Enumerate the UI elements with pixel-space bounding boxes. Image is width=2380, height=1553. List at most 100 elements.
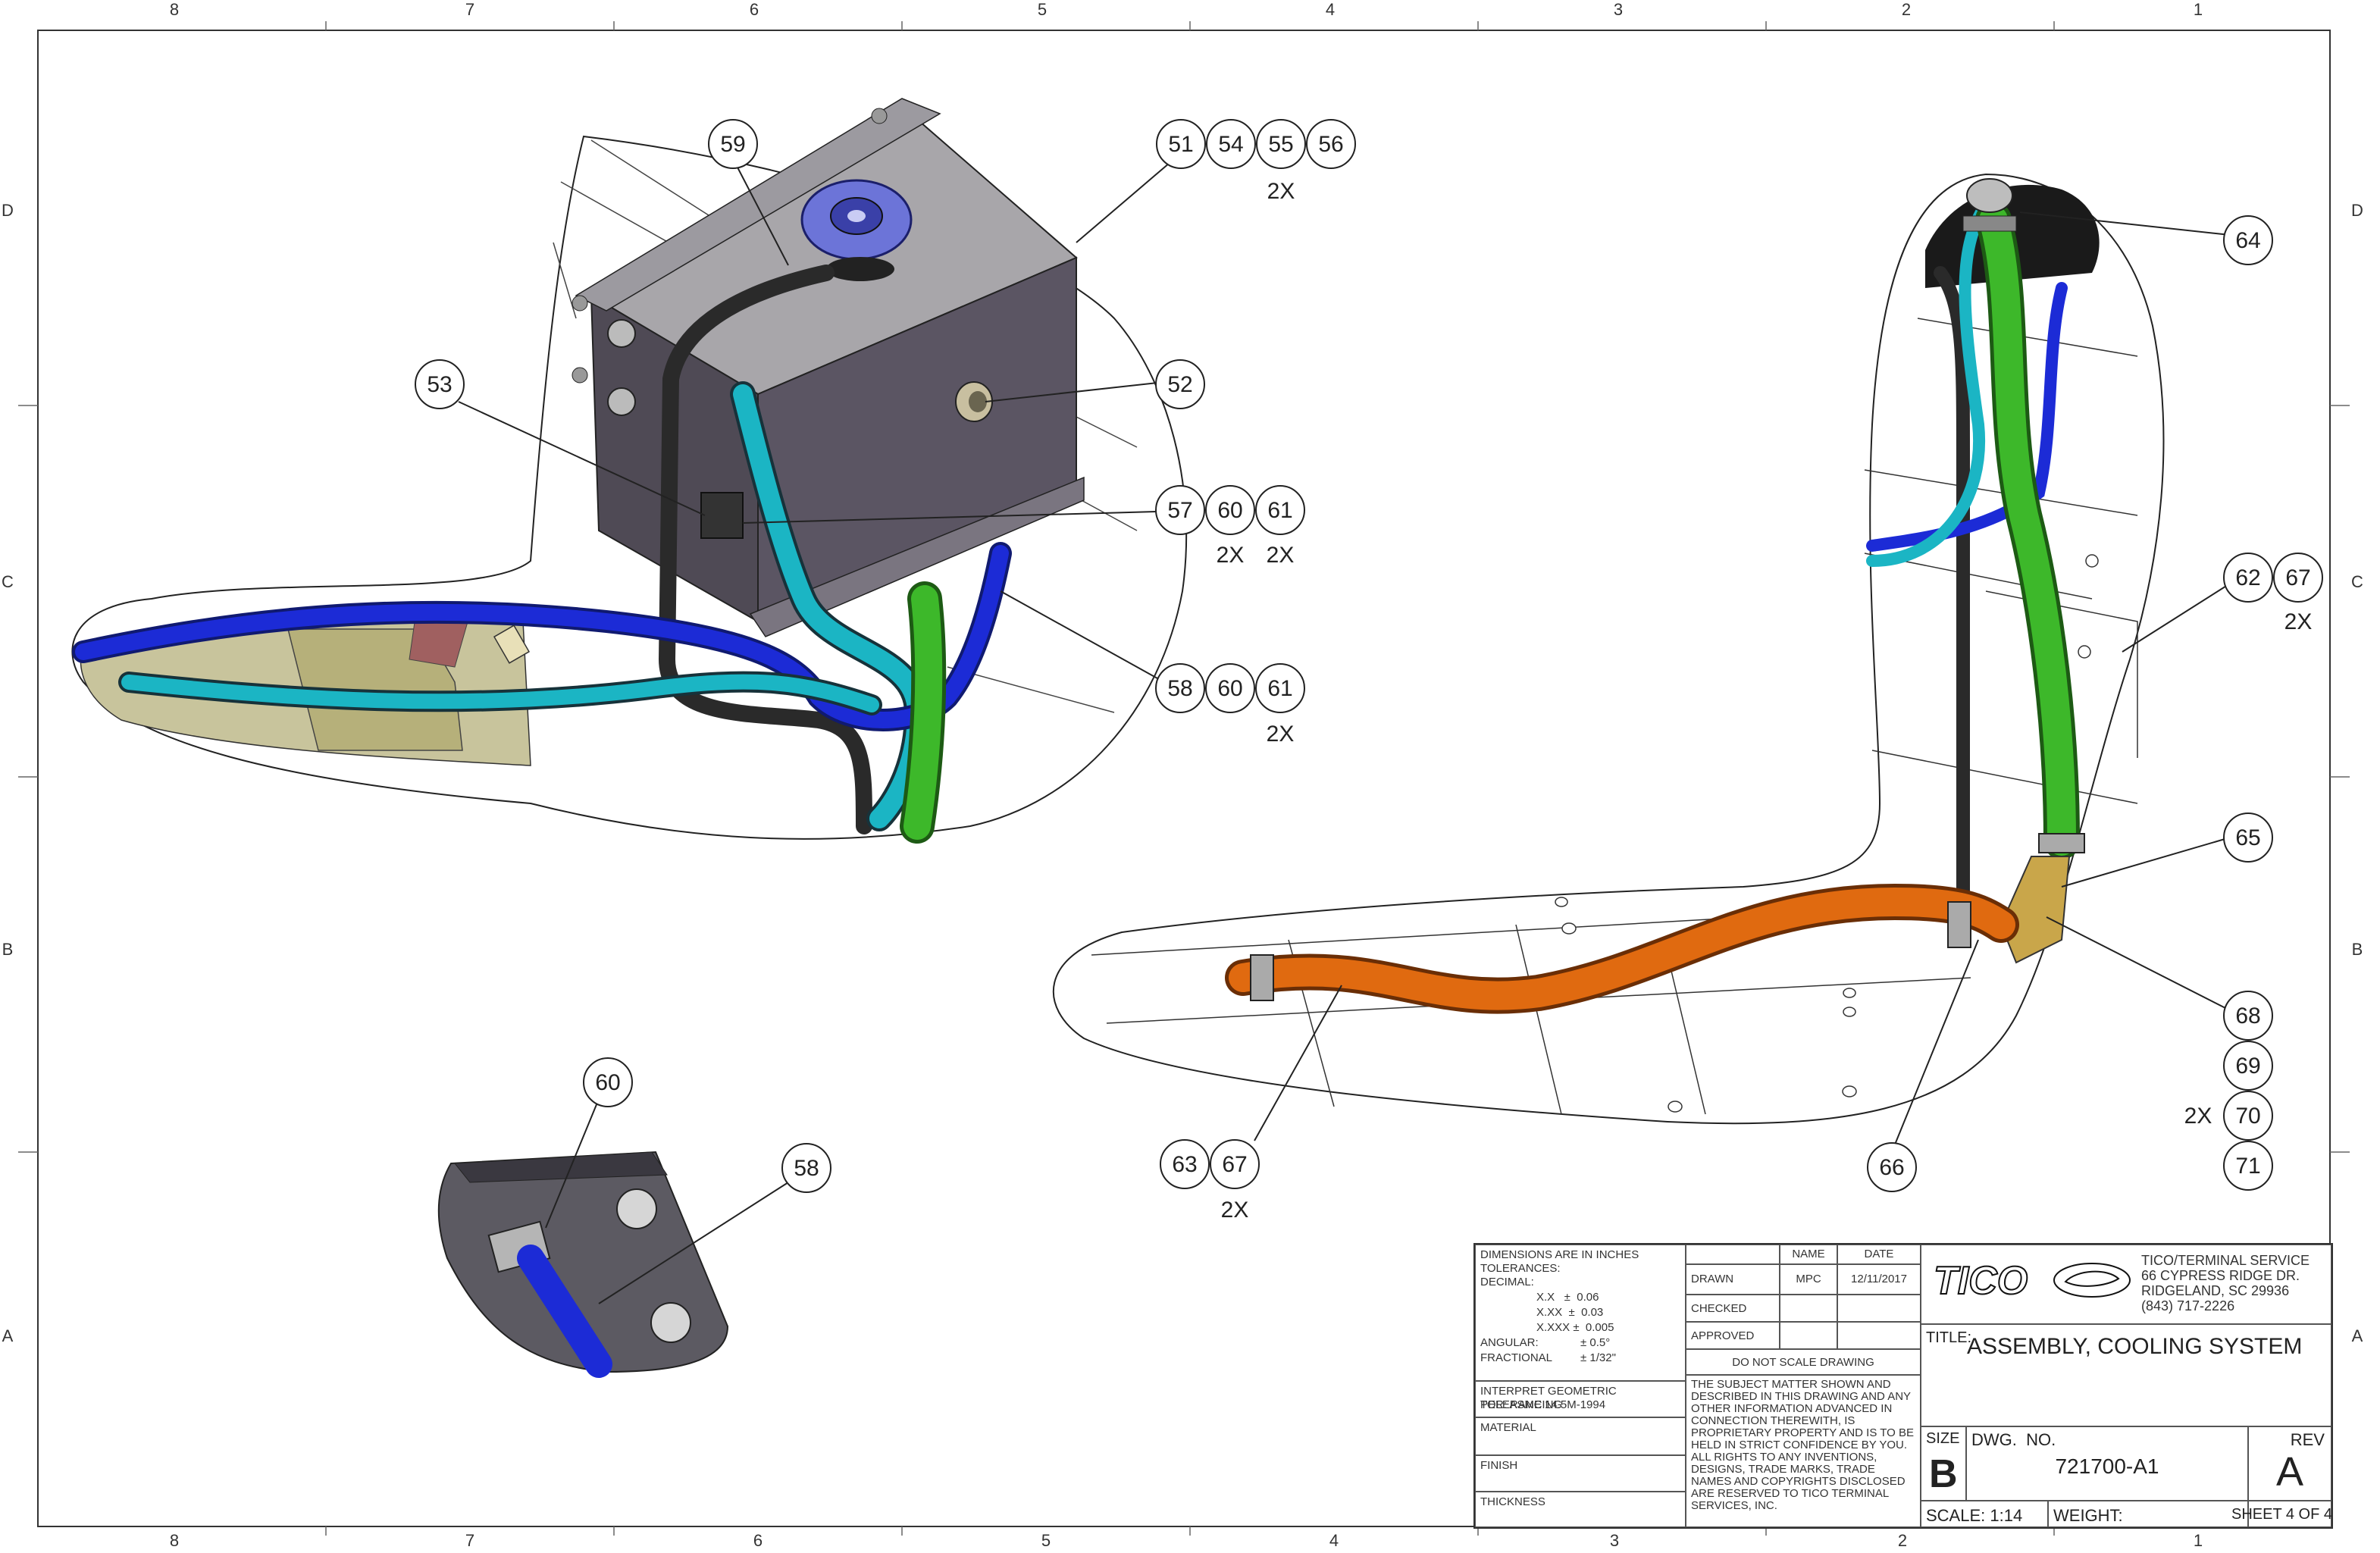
bolt-upper [616,1188,657,1229]
material-label: MATERIAL [1480,1421,1536,1434]
zone-label-top-1: 1 [2193,0,2203,19]
balloon-63: 63 [1160,1139,1210,1189]
qty-label-61-top: 2X [1267,543,1295,568]
title-cell: TITLE: ASSEMBLY, COOLING SYSTEM [1921,1324,2331,1426]
balloon-68: 68 [2223,991,2273,1041]
balloon-61-top: 61 [1255,485,1305,535]
size-label: SIZE [1926,1430,1960,1447]
zone-label-right-C: C [2351,572,2363,591]
balloon-66: 66 [1867,1142,1917,1192]
zone-label-bottom-7: 7 [465,1531,475,1550]
prop-line-5: PROPRIETARY PROPERTY AND IS TO BE [1691,1426,1914,1439]
balloon-69-label: 69 [2235,1054,2260,1079]
do-not-scale: DO NOT SCALE DRAWING [1732,1356,1874,1369]
balloon-59-label: 59 [720,132,745,157]
balloon-52-label: 52 [1167,372,1192,397]
balloon-56-label: 56 [1318,132,1343,157]
prop-line-11: SERVICES, INC. [1691,1499,1777,1512]
bolt-lower [650,1302,691,1343]
zone-label-top-6: 6 [749,0,759,19]
balloon-64-label: 64 [2235,228,2260,253]
date-header: DATE [1864,1248,1894,1260]
balloon-67-bottom: 67 [1210,1139,1260,1189]
balloon-67-right-label: 67 [2285,565,2310,590]
prop-line-10: ARE RESERVED TO TICO TERMINAL [1691,1487,1890,1500]
hose-blue-right [1866,282,2068,552]
balloon-61-mid: 61 [1255,663,1305,713]
balloon-60-bracket: 60 [583,1057,633,1107]
size-cell: SIZE B [1921,1426,1966,1501]
prop-line-8: DESIGNS, TRADE MARKS, TRADE [1691,1463,1875,1476]
balloon-60-top-label: 60 [1217,498,1242,523]
balloon-57-label: 57 [1167,498,1192,523]
prop-line-1: THE SUBJECT MATTER SHOWN AND [1691,1378,1891,1391]
zone-label-top-5: 5 [1037,0,1048,19]
drawn-name: MPC [1796,1273,1821,1285]
prop-line-7: ALL RIGHTS TO ANY INVENTIONS, [1691,1451,1877,1464]
zone-label-right-D: D [2351,201,2363,220]
company-phone: (843) 717-2226 [2141,1298,2235,1313]
tico-logo-graphic: TICO [1933,1258,2131,1304]
scale-label: SCALE: 1:14 [1926,1506,2023,1525]
prop-line-2: DESCRIBED IN THIS DRAWING AND ANY [1691,1390,1912,1403]
detail-view-hoses [1052,173,2165,1125]
dwg-no-cell: DWG. NO. 721700-A1 [1966,1426,2248,1501]
hose-cyan-right [1866,199,1992,567]
thickness-label: THICKNESS [1480,1495,1545,1508]
fitting-57 [700,492,744,539]
balloon-58-bracket: 58 [781,1143,831,1193]
zone-label-bottom-1: 1 [2193,1531,2203,1550]
leader-lines [458,162,2231,1304]
balloon-51-label: 51 [1168,132,1193,157]
rev-cell: REV A [2248,1426,2331,1501]
balloon-65-label: 65 [2235,825,2260,850]
qty-label-60-top: 2X [1217,543,1245,568]
thickness-cell: THICKNESS [1475,1492,1686,1527]
size-value: B [1929,1452,1958,1496]
gdt-line-1: INTERPRET GEOMETRIC TOLERANCING [1480,1385,1617,1411]
finish-label: FINISH [1480,1459,1518,1472]
qty-label-55: 2X [1267,179,1295,204]
zone-label-top-7: 7 [465,0,475,19]
zone-label-top-2: 2 [1901,0,1912,19]
balloon-57: 57 [1155,485,1205,535]
prop-line-4: CONNECTION THEREWITH, IS [1691,1414,1855,1427]
fractional-value: ± 1/32" [1580,1351,1616,1364]
company-address-2: RIDGELAND, SC 29936 [2141,1283,2290,1298]
title-label: TITLE: [1926,1329,1972,1346]
balloon-63-label: 63 [1172,1152,1197,1177]
angular-label: ANGULAR: [1480,1336,1539,1349]
detail-view-bracket [437,1151,729,1378]
zone-label-bottom-3: 3 [1609,1531,1620,1550]
balloon-68-label: 68 [2235,1004,2260,1029]
balloon-62-label: 62 [2235,565,2260,590]
logo-text: TICO [1934,1259,2028,1303]
balloon-58-mid: 58 [1155,663,1205,713]
tico-logo: TICO [1929,1256,2134,1304]
prop-line-9: NAMES AND COPYRIGHTS DISCLOSED [1691,1475,1906,1488]
zone-label-top-8: 8 [169,0,180,19]
qty-label-70: 2X [2184,1104,2212,1129]
tolerance-x: X.X ± 0.06 [1536,1291,1599,1304]
tolerance-xxx: X.XXX ± 0.005 [1536,1321,1614,1334]
balloon-51: 51 [1156,119,1206,169]
zone-label-left-B: B [2,940,14,959]
balloon-55: 55 [1256,119,1306,169]
zone-label-right-B: B [2351,940,2363,959]
balloon-67-right: 67 [2273,553,2323,603]
zone-label-right-A: A [2351,1326,2363,1345]
name-header: NAME [1792,1248,1825,1260]
detail-view-tank [71,98,1188,844]
qty-label-61-mid: 2X [1267,722,1295,747]
balloon-65: 65 [2223,813,2273,863]
balloon-61-top-label: 61 [1267,498,1292,523]
hose-black-vertical [1934,266,1970,947]
balloon-58-mid-label: 58 [1167,676,1192,701]
dwg-no-value: 721700-A1 [2055,1454,2159,1478]
angular-value: ± 0.5° [1580,1336,1611,1349]
balloon-60-mid-label: 60 [1217,676,1242,701]
finish-cell: FINISH [1475,1455,1686,1492]
balloon-71: 71 [2223,1141,2273,1191]
zone-ticks [18,21,2350,1536]
